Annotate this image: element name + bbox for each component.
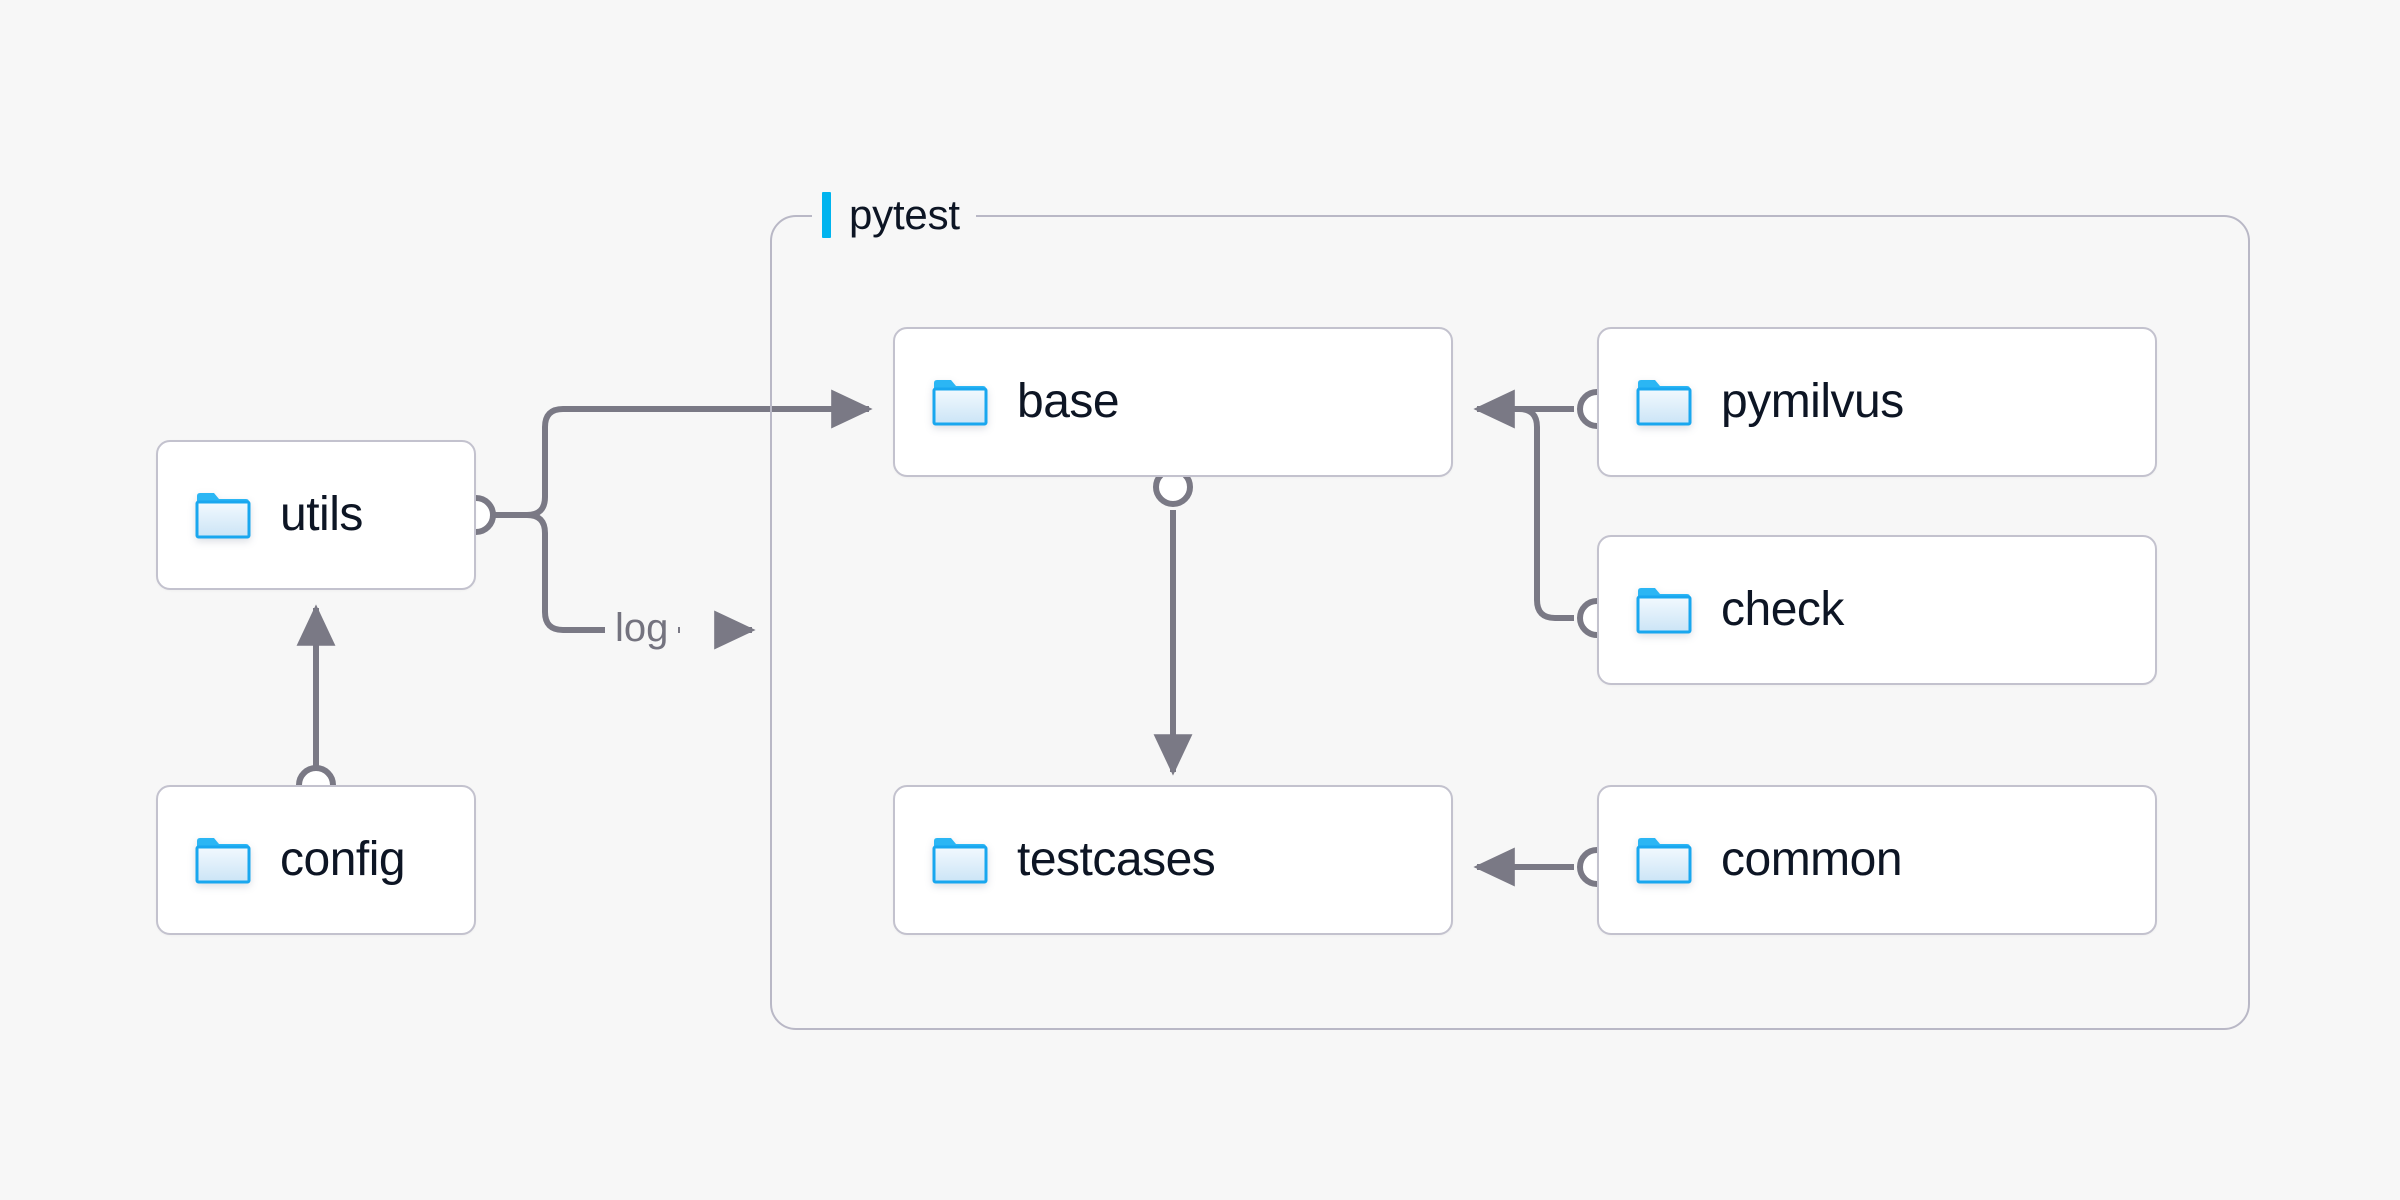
folder-icon bbox=[1636, 838, 1692, 884]
folder-icon bbox=[195, 838, 251, 884]
node-testcases[interactable]: testcases bbox=[893, 785, 1453, 935]
folder-icon bbox=[932, 838, 988, 884]
node-utils[interactable]: utils bbox=[156, 440, 476, 590]
node-check[interactable]: check bbox=[1597, 535, 2157, 685]
group-pytest[interactable] bbox=[770, 215, 2250, 1030]
node-base-label: base bbox=[1017, 375, 1120, 428]
node-common-label: common bbox=[1721, 833, 1903, 886]
group-accent-bar bbox=[822, 192, 831, 238]
folder-icon bbox=[1636, 588, 1692, 634]
node-pymilvus[interactable]: pymilvus bbox=[1597, 327, 2157, 477]
group-title-text: pytest bbox=[849, 191, 960, 238]
node-pymilvus-label: pymilvus bbox=[1721, 375, 1904, 428]
node-check-label: check bbox=[1721, 583, 1844, 636]
node-utils-label: utils bbox=[280, 488, 363, 541]
edge-label-log: log bbox=[605, 608, 679, 648]
node-base[interactable]: base bbox=[893, 327, 1453, 477]
node-config[interactable]: config bbox=[156, 785, 476, 935]
group-pytest-label: pytest bbox=[812, 187, 976, 243]
node-testcases-label: testcases bbox=[1017, 833, 1216, 886]
folder-icon bbox=[195, 493, 251, 539]
node-common[interactable]: common bbox=[1597, 785, 2157, 935]
node-config-label: config bbox=[280, 833, 406, 886]
folder-icon bbox=[932, 380, 988, 426]
folder-icon bbox=[1636, 380, 1692, 426]
